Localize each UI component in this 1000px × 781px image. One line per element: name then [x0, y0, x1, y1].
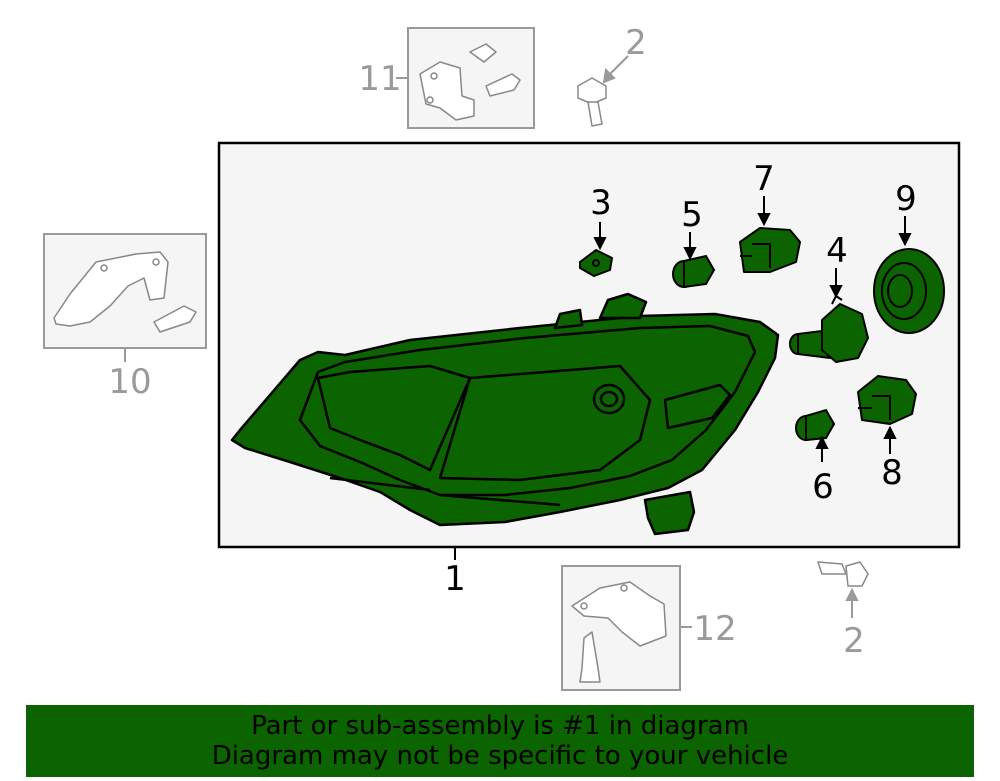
banner-line-2: Diagram may not be specific to your vehi… [211, 741, 789, 771]
callout-8: 8 [881, 453, 903, 493]
small-bulb-part-6[interactable] [795, 408, 836, 442]
callout-5: 5 [681, 195, 703, 235]
callout-arrows [454, 196, 912, 560]
main-bulb-part[interactable] [789, 295, 869, 363]
callout-2-bottom: 2 [843, 621, 865, 661]
callout-3: 3 [590, 183, 612, 223]
bolt-part-2-top[interactable] [577, 77, 607, 127]
banner-line-1: Part or sub-assembly is #1 in diagram [251, 711, 749, 741]
callout-1: 1 [444, 559, 466, 599]
small-bulb-part[interactable] [672, 254, 716, 289]
callout-7: 7 [753, 159, 775, 199]
bolt-part-2-bottom[interactable] [817, 561, 869, 587]
socket-part-7[interactable] [739, 227, 801, 273]
part-10-box [43, 233, 207, 349]
bracket-part-10[interactable] [53, 251, 197, 333]
bracket-part-11[interactable] [419, 43, 521, 121]
callout-12: 12 [693, 609, 736, 649]
cover-cap-part[interactable] [873, 248, 945, 334]
callout-9: 9 [895, 179, 917, 219]
callout-11: 11 [358, 59, 401, 99]
clip-part[interactable] [579, 249, 613, 277]
callout-2-top: 2 [625, 23, 647, 63]
callout-4: 4 [826, 231, 848, 271]
secondary-leaders [124, 55, 859, 628]
callout-10: 10 [108, 362, 151, 402]
callout-6: 6 [812, 467, 834, 507]
headlamp-assembly[interactable] [230, 292, 780, 536]
disclaimer-banner: Part or sub-assembly is #1 in diagram Di… [26, 705, 974, 777]
socket-part-8[interactable] [857, 375, 917, 425]
bracket-part-12[interactable] [571, 581, 667, 683]
